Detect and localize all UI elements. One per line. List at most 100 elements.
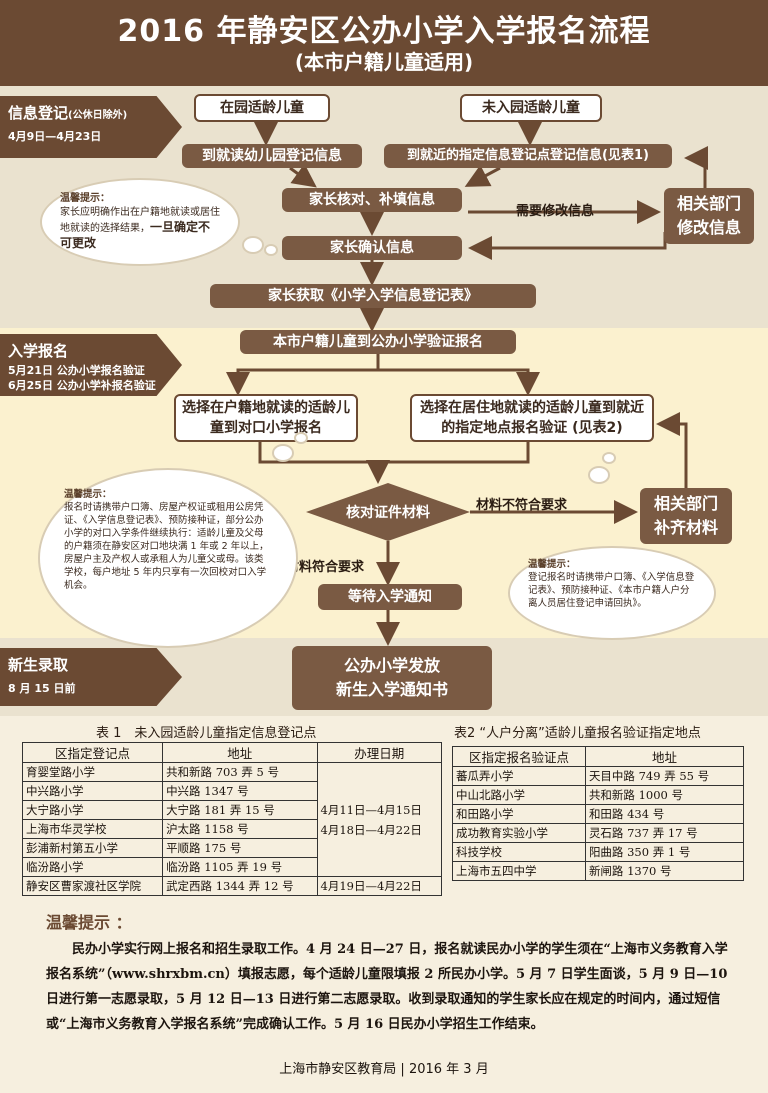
table-cell: 平顺路 175 号 [162,838,318,858]
table-cell: 新闸路 1370 号 [584,861,745,881]
cloud-bubble [604,454,614,462]
box-verify-register: 本市户籍儿童到公办小学验证报名 [240,330,516,354]
box-parent-obtain: 家长获取《小学入学信息登记表》 [210,284,536,308]
page-subtitle: (本市户籍儿童适用) [294,50,474,74]
box-not-in-kindergarten: 未入园适龄儿童 [460,94,602,122]
box-wait-notice: 等待入学通知 [318,584,462,610]
box-dept-modify: 相关部门 修改信息 [664,188,754,244]
table1-caption: 表 1 未入园适龄儿童指定信息登记点 [96,726,317,741]
table-cell: 大宁路 181 弄 15 号 [162,800,318,820]
table-header: 区指定登记点 [21,742,164,763]
stage-dates: 8 月 15 日前 [8,682,76,695]
box-choose-hukou: 选择在户籍地就读的适龄儿童到对口小学报名 [174,394,358,442]
tip-cloud-text: 报名时请携带户口簿、房屋产权证或租用公房凭证、《入学信息登记表》、预防接种证，部… [64,502,269,591]
stage-label-enrollment: 入学报名 5月21日 公办小学报名验证 6月25日 公办小学补报名验证 [0,334,182,396]
stage-title: 信息登记 [8,104,69,122]
table-cell: 4月19日—4月22日 [316,876,443,896]
table-row: 上海市华灵学校沪太路 1158 号 [21,819,442,839]
table-row: 和田路小学和田路 434 号 [452,804,745,824]
table-cell: 育婴堂路小学 [21,762,164,782]
table-cell: 静安区曹家渡社区学院 [21,876,164,896]
box-choose-residence: 选择在居住地就读的适龄儿童到就近的指定地点报名验证 (见表2) [410,394,654,442]
cloud-bubble [244,238,262,252]
stage-label-admission: 新生录取 8 月 15 日前 [0,648,182,706]
tip-cloud-2: 温馨提示： 报名时请携带户口簿、房屋产权证或租用公房凭证、《入学信息登记表》、预… [40,470,296,646]
tip-cloud-title: 温馨提示： [528,559,576,570]
tip-cloud-1: 温馨提示： 家长应明确作出在户籍地就读或居住地就读的选择结果，一旦确定不可更改 [42,180,238,264]
cloud-bubble [590,468,608,482]
label-docs-fail: 材料不符合要求 [476,498,568,513]
table-cell: 上海市五四中学 [452,861,586,881]
stage-title: 入学报名 [8,342,69,360]
table-cell: 灵石路 737 弄 17 号 [584,823,745,843]
cloud-bubble [274,446,292,460]
table-cell-dates: 4月11日—4月15日 4月18日—4月22日 [316,762,443,877]
box-parent-verify: 家长核对、补填信息 [282,188,462,212]
table-row: 中兴路小学中兴路 1347 号 [21,781,442,801]
tip-cloud-emphasis: 一旦确定不可更改 [60,220,211,250]
table-header: 区指定报名验证点 [452,746,586,767]
table-row: 成功教育实验小学灵石路 737 弄 17 号 [452,823,745,843]
stage-dates: 4月9日—4月23日 [8,130,102,143]
table-cell: 武定西路 1344 弄 12 号 [162,876,318,896]
table-cell: 上海市华灵学校 [21,819,164,839]
table-header: 办理日期 [316,742,443,763]
tip-cloud-title: 温馨提示： [64,489,112,500]
tips-title: 温馨提示 ： [46,913,132,932]
box-dept-supplement: 相关部门 补齐材料 [640,488,732,544]
table-cell: 临汾路 1105 弄 19 号 [162,857,318,877]
cloud-bubble [266,246,276,254]
table-cell: 蕃瓜弄小学 [452,766,586,786]
table-row: 大宁路小学大宁路 181 弄 15 号 [21,800,442,820]
table-cell: 共和新路 703 弄 5 号 [162,762,318,782]
table-cell: 成功教育实验小学 [452,823,586,843]
table-row: 彭浦新村第五小学平顺路 175 号 [21,838,442,858]
box-in-kindergarten: 在园适龄儿童 [194,94,330,122]
table-row: 上海市五四中学新闸路 1370 号 [452,861,745,881]
table-cell: 科技学校 [452,842,586,862]
label-docs-ok: 材料符合要求 [286,560,365,575]
footer: 上海市静安区教育局 | 2016 年 3 月 [279,1062,489,1077]
stage-dates: 5月21日 公办小学报名验证 6月25日 公办小学补报名验证 [8,364,156,392]
table2-caption: 表2 “人户分离”适龄儿童报名验证指定地点 [454,726,701,741]
table-cell: 临汾路小学 [21,857,164,877]
header: 2016 年静安区公办小学入学报名流程 (本市户籍儿童适用) [0,0,768,86]
box-final-notice: 公办小学发放 新生入学通知书 [292,646,492,710]
table-cell: 和田路小学 [452,804,586,824]
table-cell: 沪太路 1158 号 [162,819,318,839]
table-row: 育婴堂路小学 共和新路 703 弄 5 号 4月11日—4月15日 4月18日—… [21,762,443,877]
table-cell: 阳曲路 350 弄 1 号 [584,842,745,862]
stage-note: (公休日除外) [68,110,128,121]
table-cell: 中山北路小学 [452,785,586,805]
tip-cloud-3: 温馨提示： 登记报名时请携带户口簿、《入学信息登记表》、预防接种证、《本市户籍人… [510,548,714,638]
table-cell: 中兴路小学 [21,781,164,801]
box-register-point: 到就近的指定信息登记点登记信息(见表1) [384,144,672,168]
page-title: 2016 年静安区公办小学入学报名流程 [117,14,651,49]
table-cell: 共和新路 1000 号 [584,785,745,805]
tip-cloud-text: 家长应明确作出在户籍地就读或居住地就读的选择结果， [60,207,220,234]
table-cell: 和田路 434 号 [584,804,745,824]
table-row: 中山北路小学共和新路 1000 号 [452,785,745,805]
table-cell: 天目中路 749 弄 55 号 [584,766,745,786]
table-header: 地址 [584,746,745,767]
date-range: 4月11日—4月15日 [320,802,422,817]
cloud-bubble [296,434,306,442]
table-cell: 彭浦新村第五小学 [21,838,164,858]
stage-title: 新生录取 [8,656,69,674]
table-cell: 中兴路 1347 号 [162,781,318,801]
table-verification-points: 区指定报名验证点 地址 蕃瓜弄小学天目中路 749 弄 55 号 中山北路小学共… [452,746,745,881]
tip-cloud-text: 登记报名时请携带户口簿、《入学信息登记表》、预防接种证、《本市户籍人户分离人员居… [528,572,695,609]
label-need-modify: 需要修改信息 [516,204,595,219]
tips-body: 民办小学实行网上报名和招生录取工作。4 月 24 日—27 日，报名就读民办小学… [46,942,728,1032]
date-range: 4月18日—4月22日 [320,822,422,837]
table-header: 地址 [162,742,318,763]
box-register-kindergarten: 到就读幼儿园登记信息 [182,144,362,168]
table-cell: 大宁路小学 [21,800,164,820]
table-registration-points: 区指定登记点 地址 办理日期 育婴堂路小学 共和新路 703 弄 5 号 4月1… [21,742,443,896]
tip-cloud-title: 温馨提示： [60,193,110,204]
stage-label-registration: 信息登记(公休日除外) 4月9日—4月23日 [0,96,182,158]
table-row: 蕃瓜弄小学天目中路 749 弄 55 号 [452,766,745,786]
box-parent-confirm: 家长确认信息 [282,236,462,260]
